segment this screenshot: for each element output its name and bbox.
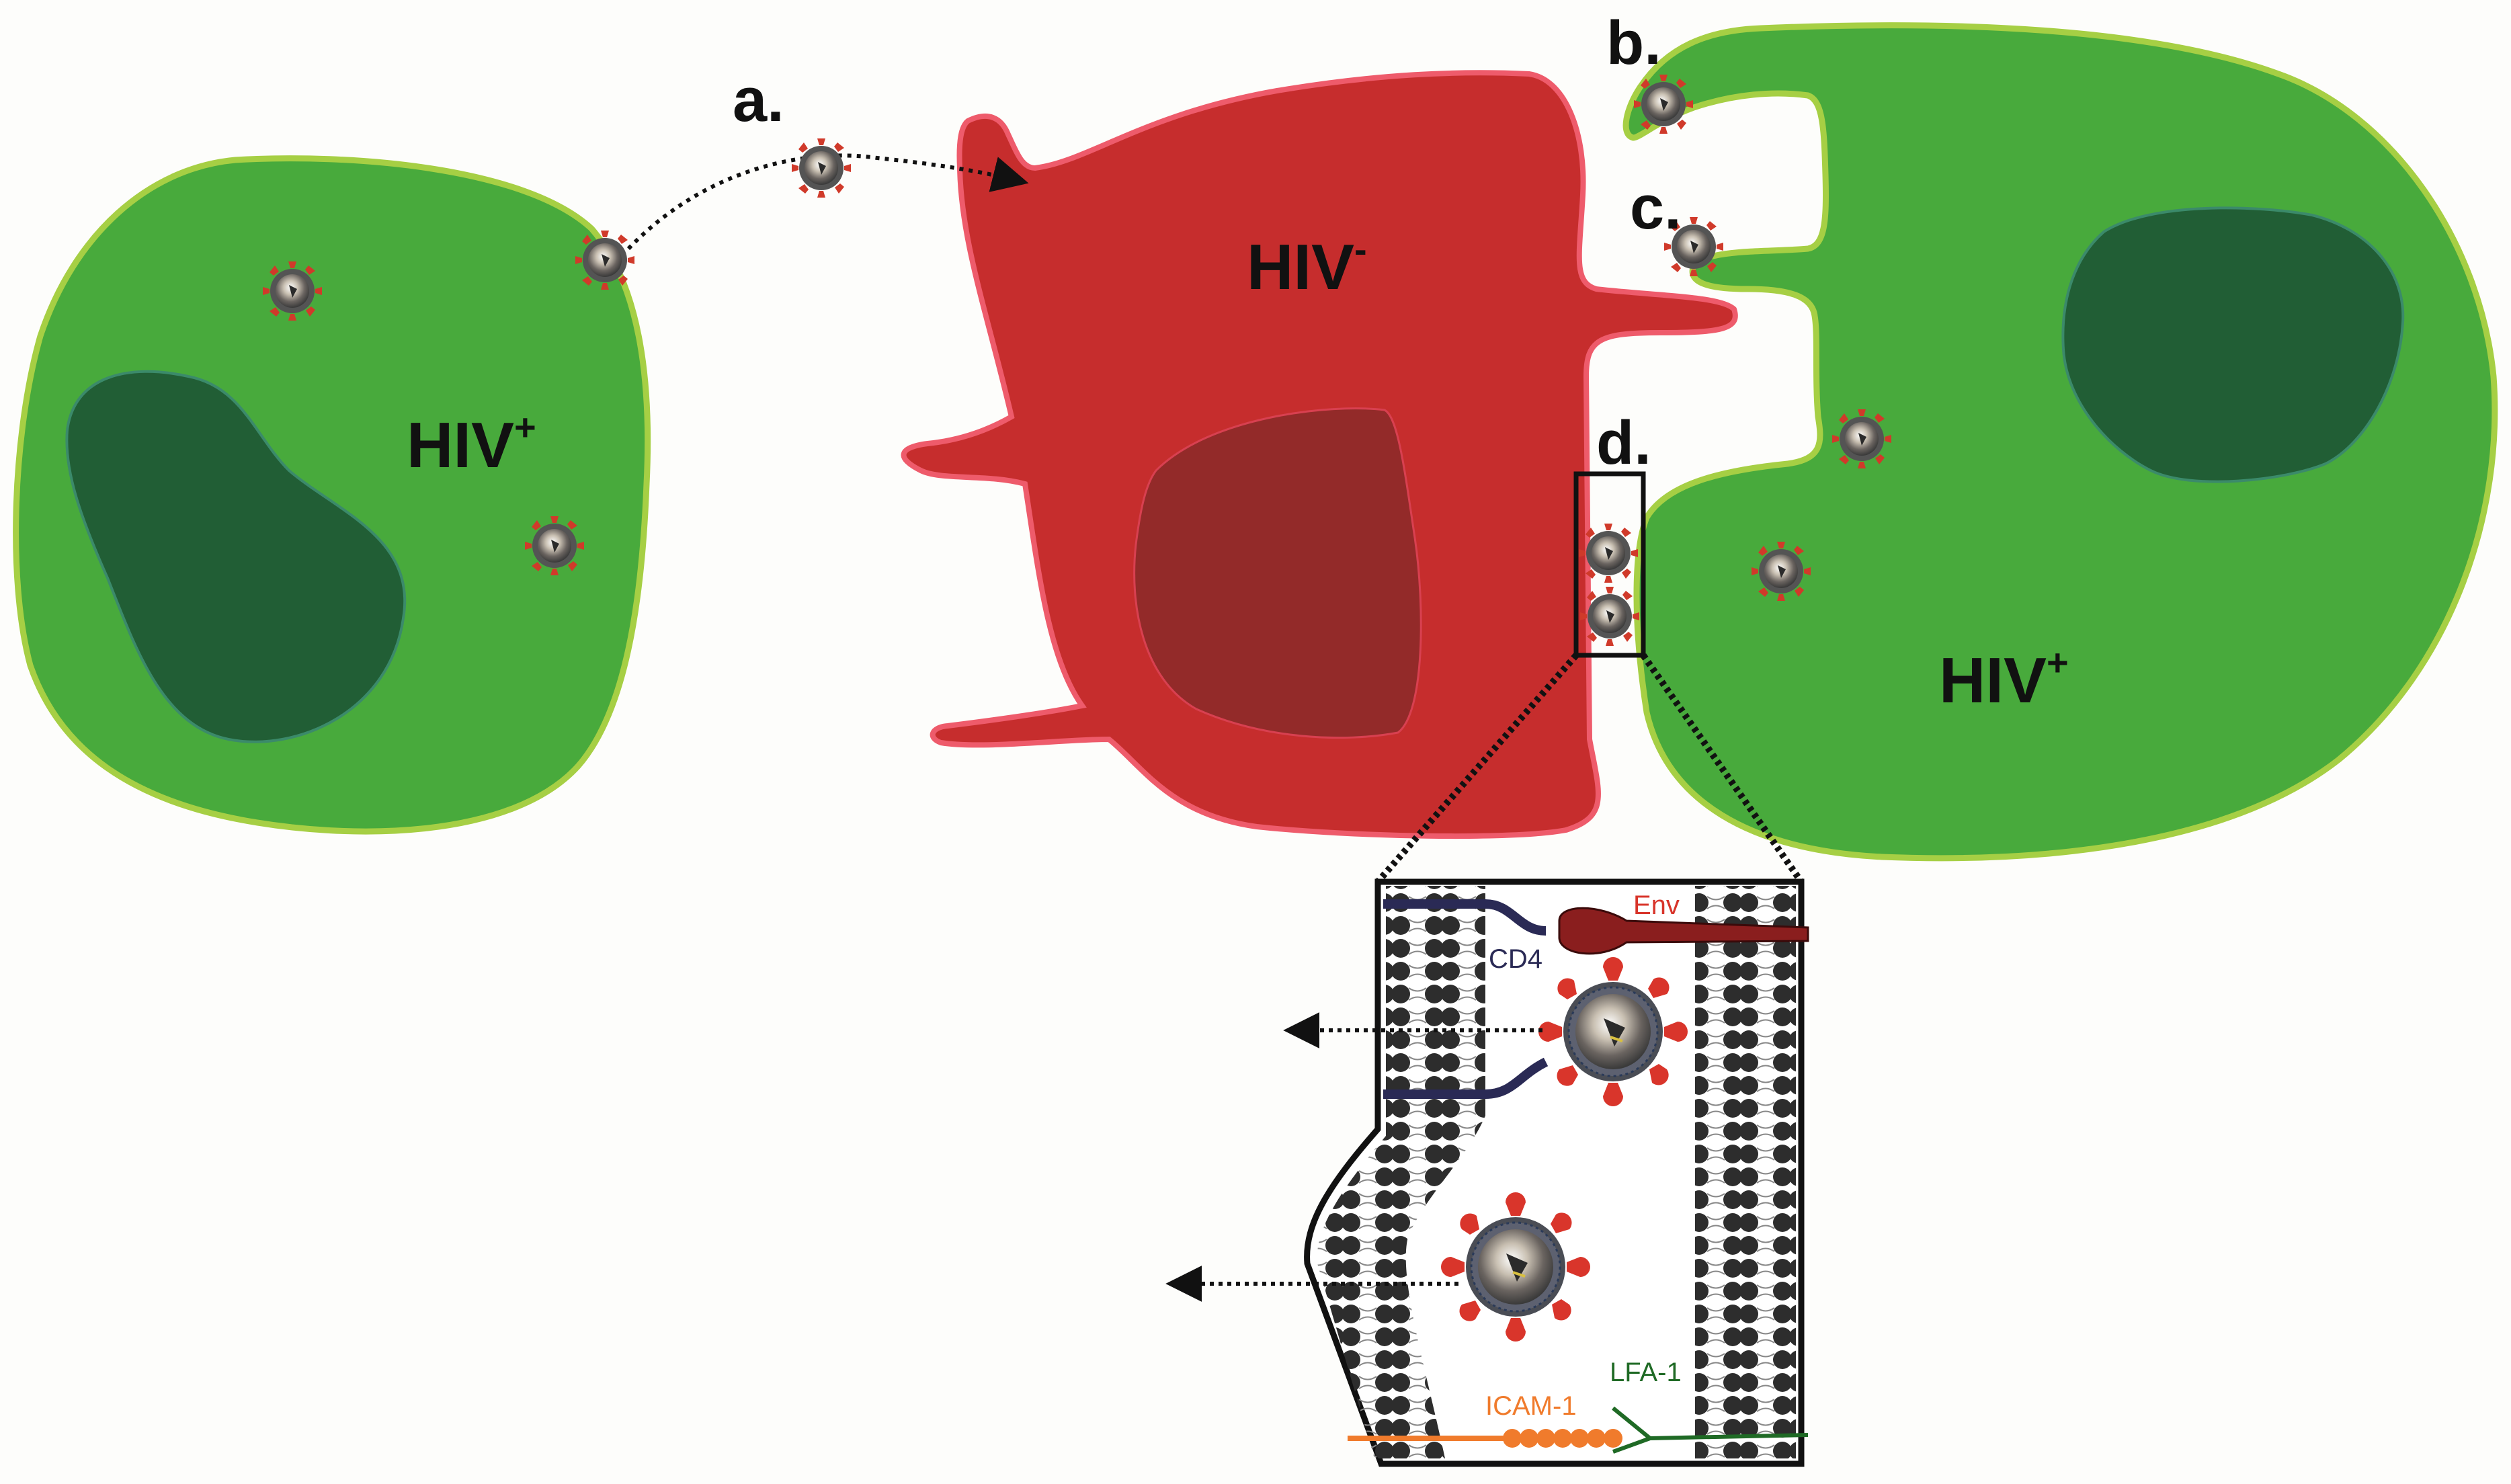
lfa1-integrin (1612, 1406, 1809, 1454)
lfa1-label: LFA-1 (1610, 1358, 1682, 1387)
cd4-receptor-2 (1383, 1057, 1549, 1099)
cd4-label: CD4 (1489, 944, 1542, 974)
left-infected-cell (13, 155, 651, 835)
icam1-ligand (1348, 1429, 1622, 1448)
right-infected-cell (1622, 22, 2498, 862)
step-label-d: d. (1596, 409, 1651, 477)
virion-d1 (1579, 524, 1638, 583)
step-label-c: c. (1630, 173, 1682, 242)
middle-uninfected-cell (901, 70, 1738, 839)
zoom-line-left (1375, 653, 1579, 884)
virion-b (1634, 75, 1693, 134)
env-label: Env (1633, 891, 1680, 920)
right-cell-label: HIV+ (1939, 641, 2069, 716)
transfer-arrow-a (626, 153, 1029, 251)
middle-cell-label: HIV- (1247, 228, 1367, 303)
left-cell-label: HIV+ (407, 406, 536, 481)
virion-left-3 (525, 516, 584, 575)
synapse-zoom-inset: CD4 Env LFA-1 ICAM-1 (1304, 878, 1809, 1467)
virion-right-2 (1752, 542, 1811, 601)
env-glycoprotein (1558, 907, 1809, 955)
virion-d2 (1580, 587, 1639, 646)
virion-right-1 (1832, 409, 1891, 468)
donor-cell-membrane (1695, 886, 1796, 1458)
virion-in-transit (792, 138, 851, 198)
icam1-label: ICAM-1 (1485, 1391, 1577, 1421)
middle-cell-nucleus (1133, 407, 1422, 739)
cd4-receptor-1 (1383, 899, 1547, 936)
left-cell-nucleus (65, 370, 407, 743)
step-label-b: b. (1606, 9, 1661, 77)
synapse-highlight-box (1573, 471, 1646, 658)
virion-left-2 (575, 231, 634, 290)
step-label-a: a. (733, 66, 784, 134)
right-cell-nucleus (2061, 206, 2405, 483)
virion-left-1 (263, 261, 322, 321)
zoom-line-right (1640, 653, 1805, 884)
